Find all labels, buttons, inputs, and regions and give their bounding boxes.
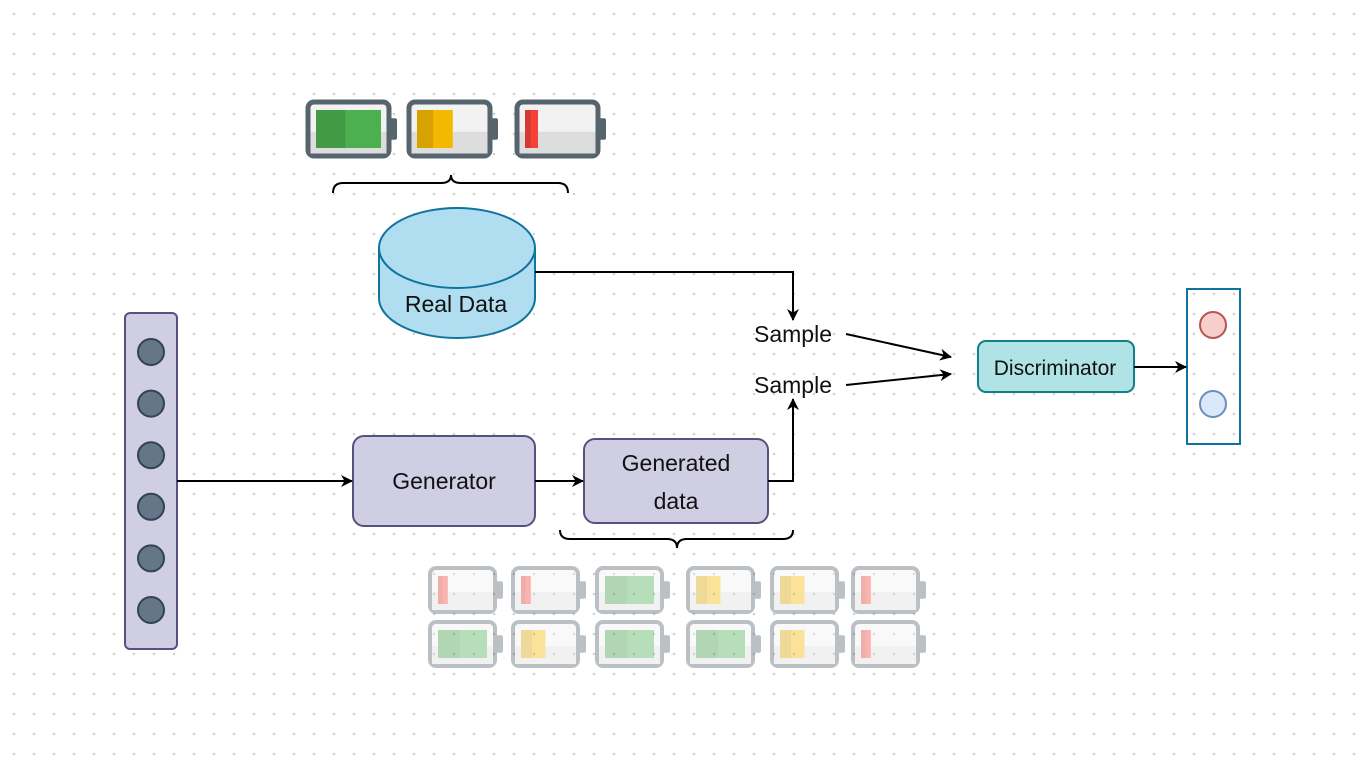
arrow-sample-real-to-discriminator [845, 333, 952, 361]
battery-half-icon [406, 99, 498, 159]
noise-node [137, 389, 165, 418]
noise-vector-nodes [137, 338, 165, 624]
discriminator-box[interactable]: Discriminator [977, 340, 1135, 393]
battery-low-icon [851, 620, 926, 668]
output-real-node [1199, 311, 1227, 339]
battery-low-icon [511, 566, 586, 614]
noise-node [137, 492, 165, 521]
output-vector[interactable] [1186, 288, 1241, 445]
real-data-database[interactable]: Real Data [378, 207, 536, 339]
sample-label-generated: Sample [754, 372, 832, 398]
arrow-sample-generated-to-discriminator [845, 369, 952, 386]
generated-data-box[interactable]: Generated data [583, 438, 769, 524]
noise-node [137, 338, 165, 366]
generated-data-label-line2: data [654, 488, 699, 514]
discriminator-label: Discriminator [994, 357, 1117, 380]
connectors [177, 271, 1187, 487]
battery-full-icon [686, 620, 761, 668]
battery-half-icon [770, 620, 845, 668]
battery-low-icon [851, 566, 926, 614]
battery-full-icon [595, 620, 670, 668]
battery-low-icon [428, 566, 503, 614]
battery-full-icon [428, 620, 503, 668]
noise-node [137, 441, 165, 470]
sample-label-real: Sample [754, 321, 832, 347]
noise-node [137, 544, 165, 573]
battery-half-icon [686, 566, 761, 614]
generated-data-label-line1: Generated [622, 450, 731, 476]
noise-node [137, 596, 165, 624]
arrow-real-data-to-sample [535, 271, 799, 321]
output-fake-node [1199, 390, 1227, 418]
arrow-generated-data-to-sample [768, 398, 799, 482]
generated-data-brace [559, 529, 794, 549]
battery-half-icon [511, 620, 586, 668]
generator-label: Generator [392, 468, 496, 494]
real-data-batteries [305, 99, 606, 159]
battery-half-icon [770, 566, 845, 614]
generator-box[interactable]: Generator [352, 435, 536, 527]
battery-full-icon [305, 99, 397, 159]
real-data-label: Real Data [405, 291, 507, 317]
generated-data-batteries [428, 566, 926, 668]
battery-low-icon [514, 99, 606, 159]
noise-vector[interactable] [124, 312, 178, 650]
battery-full-icon [595, 566, 670, 614]
real-data-brace [332, 174, 569, 194]
